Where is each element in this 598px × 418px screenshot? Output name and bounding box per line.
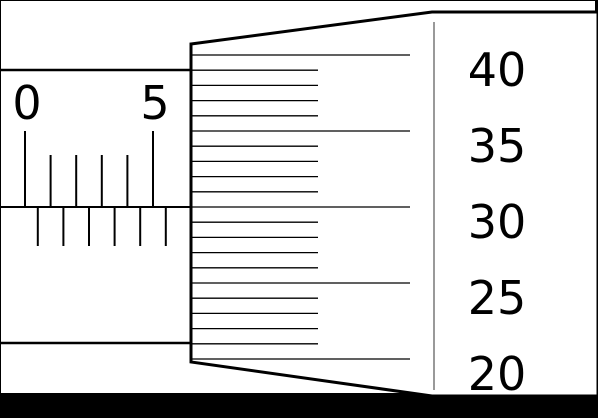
sleeve-main-scale [24, 131, 167, 246]
thimble-label-30: 30 [468, 195, 527, 249]
thimble-label-25: 25 [468, 271, 527, 325]
thimble-label-35: 35 [468, 119, 527, 173]
thimble-label-20: 20 [468, 347, 527, 401]
thimble-body [189, 10, 598, 398]
main-scale-label-5: 5 [140, 76, 169, 130]
thimble-label-40: 40 [468, 43, 527, 97]
thimble-graduations [191, 54, 410, 360]
main-scale-label-0: 0 [12, 76, 41, 130]
